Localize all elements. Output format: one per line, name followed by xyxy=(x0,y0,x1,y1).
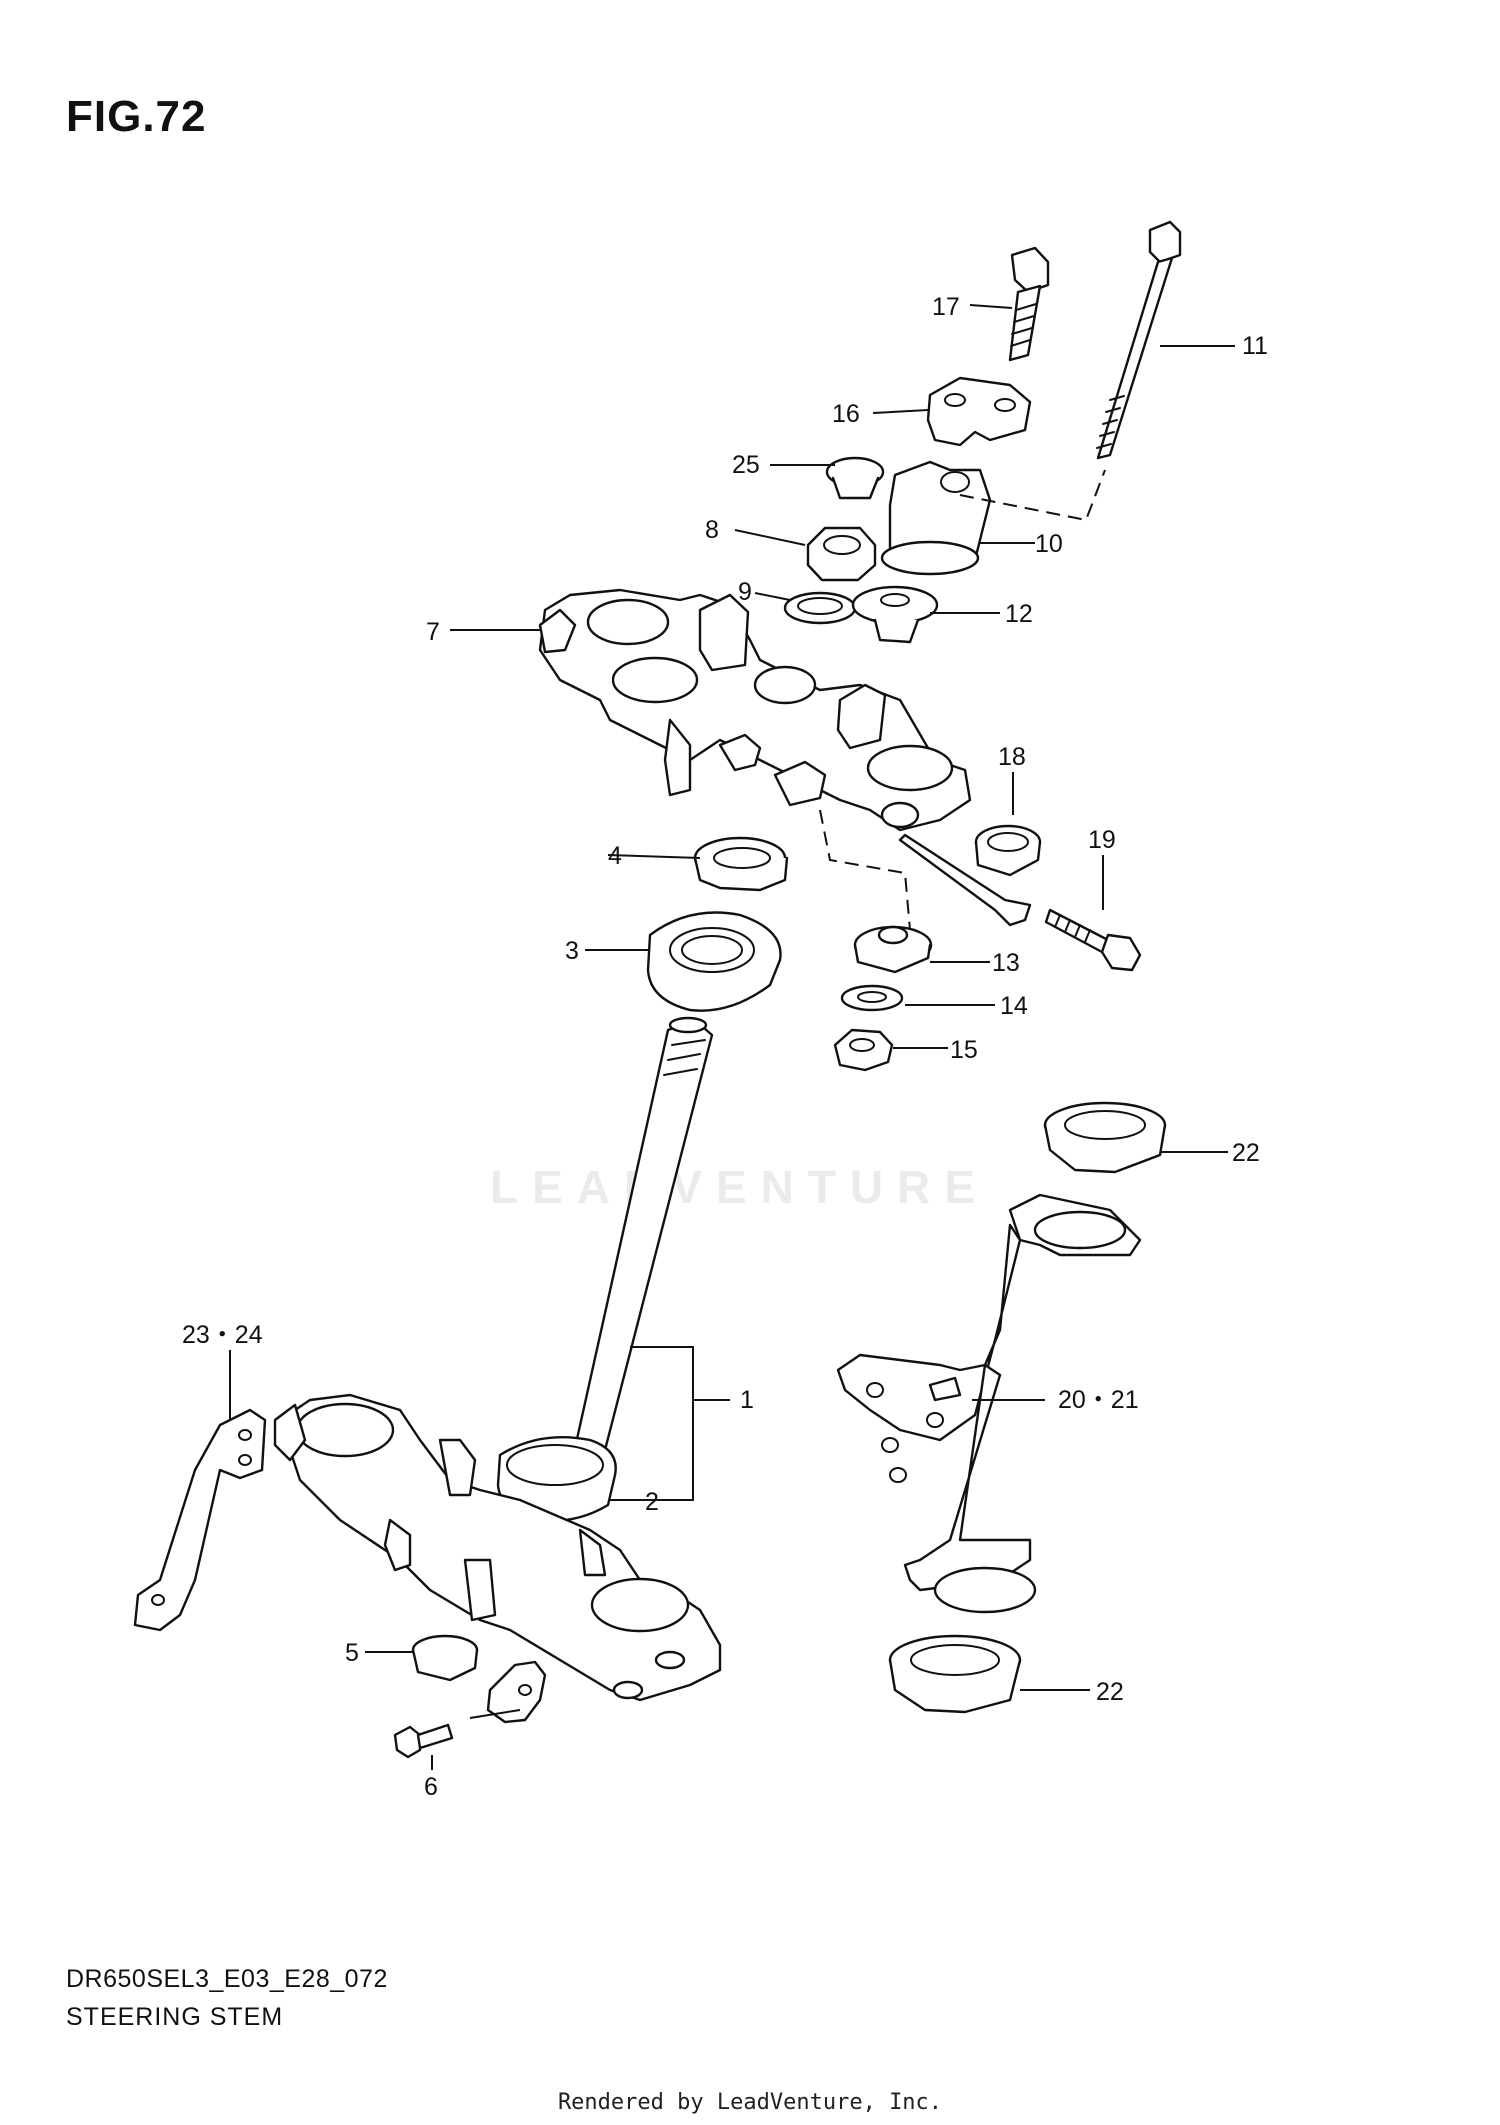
section-name: STEERING STEM xyxy=(66,2003,284,2031)
callout-14: 14 xyxy=(1000,992,1028,1020)
callout-20-21: 20・21 xyxy=(1058,1386,1139,1414)
part-20-21-headlight-bracket[interactable] xyxy=(836,1193,1142,1614)
part-1-steering-stem[interactable] xyxy=(573,1016,714,1452)
alignment-line-13 xyxy=(819,809,911,931)
part-4-stem-nut[interactable] xyxy=(693,836,789,892)
leader-lines xyxy=(229,304,1235,1770)
part-25-cap[interactable] xyxy=(825,456,885,500)
part-23-24-hose-guide[interactable] xyxy=(133,1408,267,1632)
callout-19: 19 xyxy=(1088,826,1116,854)
part-22-upper-grommet[interactable] xyxy=(1043,1101,1167,1174)
part-14-washer[interactable] xyxy=(840,984,904,1012)
part-16-handlebar-clamp[interactable] xyxy=(926,376,1032,447)
callout-23-24: 23・24 xyxy=(182,1321,263,1349)
lower-bracket[interactable] xyxy=(273,1393,722,1702)
callout-13: 13 xyxy=(992,949,1020,977)
callout-22-lower: 22 xyxy=(1096,1678,1124,1706)
part-11-long-bolt[interactable] xyxy=(1096,220,1182,460)
part-13-damper[interactable] xyxy=(853,925,933,974)
callout-16: 16 xyxy=(832,400,860,428)
callout-6: 6 xyxy=(424,1773,438,1801)
part-22-lower-grommet[interactable] xyxy=(888,1634,1022,1714)
callout-12: 12 xyxy=(1005,600,1033,628)
callout-17: 17 xyxy=(932,293,960,321)
callout-4: 4 xyxy=(608,842,622,870)
callout-11: 11 xyxy=(1242,332,1268,360)
callout-22-upper: 22 xyxy=(1232,1139,1260,1167)
callout-8: 8 xyxy=(705,516,719,544)
callout-25: 25 xyxy=(732,451,760,479)
part-3-bearing[interactable] xyxy=(646,911,782,1012)
part-17-short-bolt[interactable] xyxy=(1008,246,1050,362)
part-7-upper-bracket[interactable] xyxy=(538,588,1032,927)
callout-1: 1 xyxy=(740,1386,754,1414)
render-credit: Rendered by LeadVenture, Inc. xyxy=(557,2090,943,2115)
watermark-text: LEADVENTURE xyxy=(490,1161,990,1213)
part-18-sleeve[interactable] xyxy=(974,824,1042,877)
part-10-handlebar-holder[interactable] xyxy=(880,460,992,576)
callout-labels: 11 17 16 25 10 8 9 12 7 18 19 4 3 13 14 … xyxy=(182,293,1268,1801)
callout-18: 18 xyxy=(998,743,1026,771)
callout-9: 9 xyxy=(738,578,752,606)
callout-7: 7 xyxy=(426,618,440,646)
part-15-nut[interactable] xyxy=(833,1028,894,1072)
callout-10: 10 xyxy=(1035,530,1063,558)
alignment-line-11 xyxy=(959,469,1106,522)
model-code: DR650SEL3_E03_E28_072 xyxy=(66,1965,388,1993)
callout-3: 3 xyxy=(565,937,579,965)
part-6-small-bolt[interactable] xyxy=(393,1723,454,1759)
part-12-damper[interactable] xyxy=(851,585,939,644)
callout-5: 5 xyxy=(345,1639,359,1667)
part-19-bolt[interactable] xyxy=(1044,908,1142,972)
part-5-grommet[interactable] xyxy=(411,1634,479,1682)
part-8-nut[interactable] xyxy=(806,526,877,582)
part-9-washer[interactable] xyxy=(783,591,857,625)
callout-15: 15 xyxy=(950,1036,978,1064)
callout-2: 2 xyxy=(645,1488,659,1516)
figure-title: FIG.72 xyxy=(66,92,207,141)
